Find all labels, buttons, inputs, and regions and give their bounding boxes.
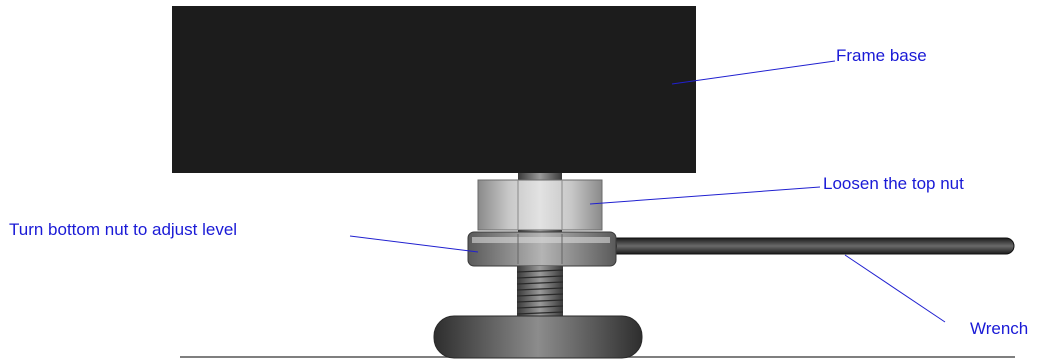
threaded-shaft-upper [518, 173, 562, 183]
bottom-nut [467, 231, 617, 267]
bottom-nut-label: Turn bottom nut to adjust level [9, 220, 238, 239]
top-nut [477, 179, 603, 231]
frame-base-leader-line [671, 60, 836, 85]
wrench-label: Wrench [970, 319, 1029, 338]
leveling-foot-pad [433, 315, 643, 359]
threaded-shaft-lower [516, 266, 564, 318]
wrench-leader-line [844, 254, 946, 323]
wrench [589, 236, 1015, 256]
top-nut-label: Loosen the top nut [823, 174, 964, 193]
top-nut-leader-line [589, 186, 821, 205]
frame-base-block [172, 6, 696, 173]
frame-base-label: Frame base [836, 46, 927, 65]
bottom-nut-leader-line [349, 235, 479, 253]
